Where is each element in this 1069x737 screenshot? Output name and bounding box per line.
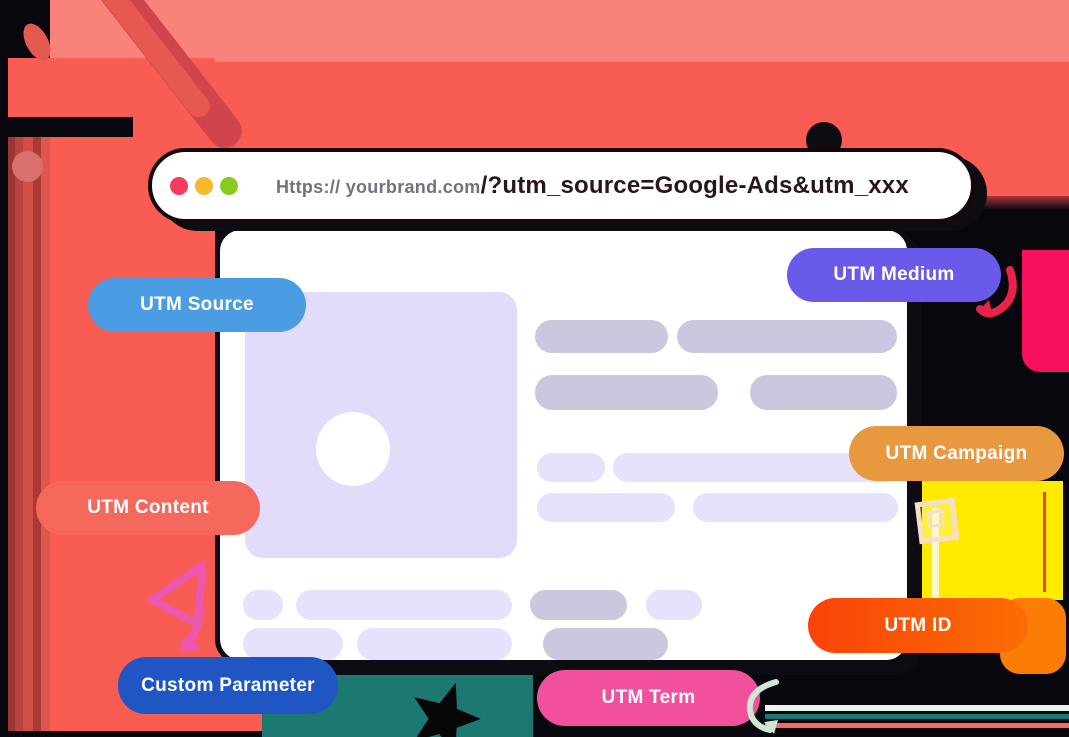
coral-stripe <box>765 723 1069 728</box>
text-line-placeholder <box>677 320 897 353</box>
label-utm-content: UTM Content <box>36 481 260 535</box>
green-dot <box>220 176 238 195</box>
mint-stripe <box>765 705 1069 711</box>
teal-stripe <box>765 714 1069 719</box>
star-icon <box>413 682 481 737</box>
dusty-red-dot <box>12 151 43 182</box>
traffic-light-dots <box>170 176 238 195</box>
label-custom-parameter: Custom Parameter <box>118 657 338 714</box>
url-text: Https:// yourbrand.com /?utm_source=Goog… <box>276 172 909 200</box>
text-line-placeholder <box>537 493 675 522</box>
text-line-placeholder <box>243 628 343 660</box>
red-vertical-line <box>1043 492 1046 592</box>
label-utm-campaign: UTM Campaign <box>849 426 1064 481</box>
url-domain: Https:// yourbrand.com <box>276 176 481 197</box>
amber-dot <box>195 176 213 195</box>
red-stripes-decoration <box>8 135 62 731</box>
flag-icon <box>914 497 960 604</box>
pink-triangle-arrow-icon <box>148 562 206 652</box>
red-dot <box>170 176 188 195</box>
browser-url-bar: Https:// yourbrand.com /?utm_source=Goog… <box>148 148 975 223</box>
text-line-placeholder <box>543 628 668 660</box>
red-hook-arrow-icon <box>976 266 1017 318</box>
url-params: /?utm_source=Google-Ads&utm_xxx <box>480 171 909 199</box>
flag-head <box>914 497 960 545</box>
circle-placeholder <box>316 412 390 486</box>
label-utm-source: UTM Source <box>88 278 306 332</box>
text-line-placeholder <box>535 320 668 353</box>
text-line-placeholder <box>530 590 627 620</box>
text-line-placeholder <box>243 590 283 620</box>
browser-window <box>215 225 912 665</box>
mint-curved-arrow-icon <box>746 679 779 734</box>
label-utm-term: UTM Term <box>537 670 760 726</box>
text-line-placeholder <box>646 590 702 620</box>
flag-pole <box>932 508 939 602</box>
background-notch <box>8 117 133 137</box>
text-line-placeholder <box>296 590 512 620</box>
text-line-placeholder <box>537 453 605 482</box>
label-utm-medium: UTM Medium <box>787 248 1001 302</box>
text-line-placeholder <box>535 375 718 410</box>
text-line-placeholder <box>357 628 512 660</box>
text-line-placeholder <box>693 493 898 522</box>
image-placeholder <box>245 292 517 558</box>
label-utm-id: UTM ID <box>808 598 1028 653</box>
coral-light-band <box>50 0 1069 63</box>
magenta-edge-shape <box>1022 250 1069 372</box>
text-line-placeholder <box>750 375 897 410</box>
